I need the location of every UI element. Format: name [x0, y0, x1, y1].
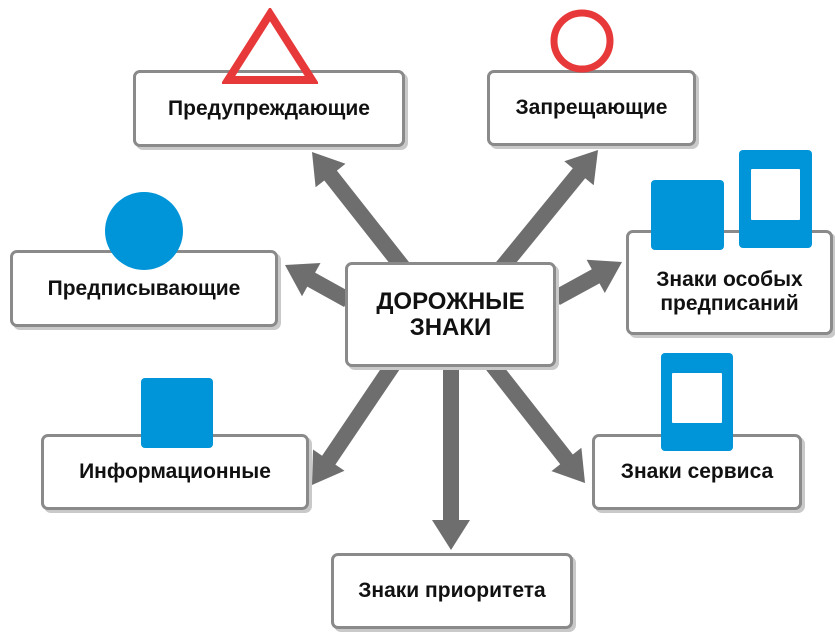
center-title-line1: ДОРОЖНЫЕ	[376, 288, 525, 316]
center-node-road-signs: ДОРОЖНЫЕ ЗНАКИ	[345, 262, 556, 367]
node-prohibitory-label: Запрещающие	[515, 96, 668, 120]
node-prohibitory: Запрещающие	[487, 70, 696, 146]
arrow-to-informational	[312, 357, 402, 485]
center-title-line2: ЗНАКИ	[409, 313, 492, 341]
arrow-to-priority	[432, 367, 470, 550]
node-special-label-line1: Знаки особых	[656, 268, 803, 292]
node-special-label-line2: предписаний	[660, 291, 799, 315]
node-mandatory-label: Предписывающие	[47, 276, 241, 300]
arrow-to-mandatory	[285, 263, 352, 307]
node-warning-label: Предупреждающие	[168, 96, 370, 120]
arrow-to-special	[552, 259, 622, 305]
informational-square-sign-icon	[141, 378, 213, 448]
node-priority-label: Знаки приоритета	[358, 579, 546, 603]
service-sign-icon	[661, 353, 733, 451]
arrow-to-warning	[312, 152, 412, 275]
arrow-to-prohibitory	[493, 150, 598, 276]
node-priority: Знаки приоритета	[331, 553, 573, 629]
arrow-to-service	[483, 357, 585, 483]
node-warning: Предупреждающие	[133, 70, 405, 147]
special-square-sign-icon	[651, 180, 724, 250]
prohibitory-circle-icon	[550, 9, 614, 73]
mandatory-circle-icon	[105, 192, 183, 270]
special-tall-sign-icon	[739, 150, 812, 248]
node-service-label: Знаки сервиса	[620, 460, 774, 484]
node-informational-label: Информационные	[79, 460, 271, 484]
warning-triangle-icon	[222, 8, 318, 84]
